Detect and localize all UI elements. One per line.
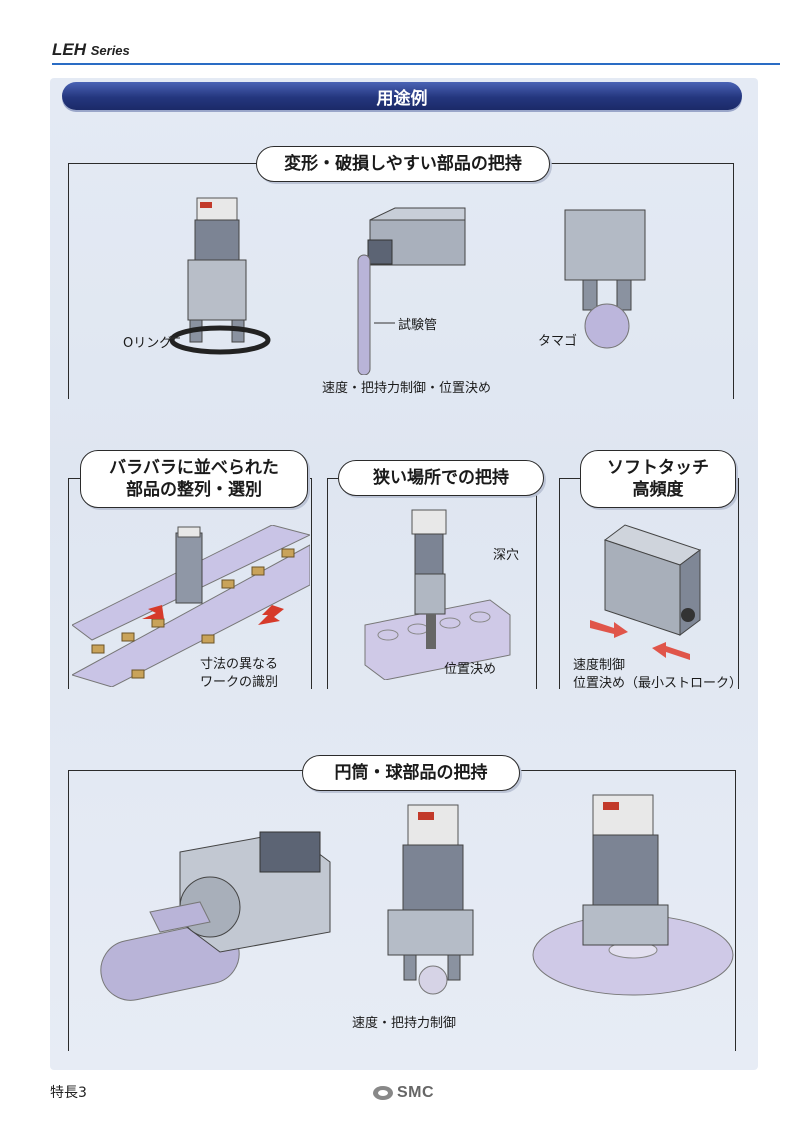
- sphere-gripper-illustration: [387, 804, 474, 995]
- caption-soft-touch: 速度制御 位置決め（最小ストローク）: [573, 658, 743, 692]
- conveyor-sorting-illustration: [72, 525, 310, 687]
- series-name: LEH: [52, 40, 86, 59]
- label-egg: タマゴ: [538, 334, 578, 349]
- caption-cylinder: 速度・把持力制御: [352, 1016, 457, 1031]
- narrow-deep-hole-illustration: [364, 509, 511, 680]
- section-title-narrow: 狭い場所での把持: [338, 460, 544, 496]
- header-rule: [52, 63, 780, 65]
- label-deep-hole: 深穴: [493, 548, 520, 563]
- smc-mark-icon: [373, 1086, 393, 1100]
- section-title-cylinder: 円筒・球部品の把持: [302, 755, 520, 791]
- disc-gripper-illustration: [532, 794, 734, 996]
- caption-sorting: 寸法の異なる ワークの識別: [200, 657, 279, 691]
- section-title-soft-touch: ソフトタッチ 高頻度: [580, 450, 736, 508]
- series-suffix: Series: [90, 43, 130, 58]
- gripper-test-tube-illustration: [357, 207, 466, 375]
- caption-narrow: 位置決め: [444, 662, 497, 677]
- section-title-fragile: 変形・破損しやすい部品の把持: [256, 146, 550, 182]
- page-number: 特長3: [50, 1085, 87, 1101]
- section-title-sorting: バラバラに並べられた 部品の整列・選別: [80, 450, 308, 508]
- smc-logo: SMC: [372, 1084, 434, 1102]
- banner-title: 用途例: [376, 88, 428, 109]
- gripper-egg-illustration: [564, 209, 646, 349]
- label-test-tube: 試験管: [398, 318, 438, 333]
- series-title: LEH Series: [52, 40, 130, 60]
- soft-touch-illustration: [590, 524, 702, 660]
- gripper-oring-illustration: [169, 197, 271, 355]
- cylinder-gripper-illustration: [100, 831, 331, 1001]
- section-banner: 用途例: [62, 82, 742, 110]
- caption-fragile: 速度・把持力制御・位置決め: [322, 381, 492, 396]
- smc-logo-text: SMC: [397, 1084, 435, 1101]
- label-o-ring: Oリング: [123, 336, 173, 351]
